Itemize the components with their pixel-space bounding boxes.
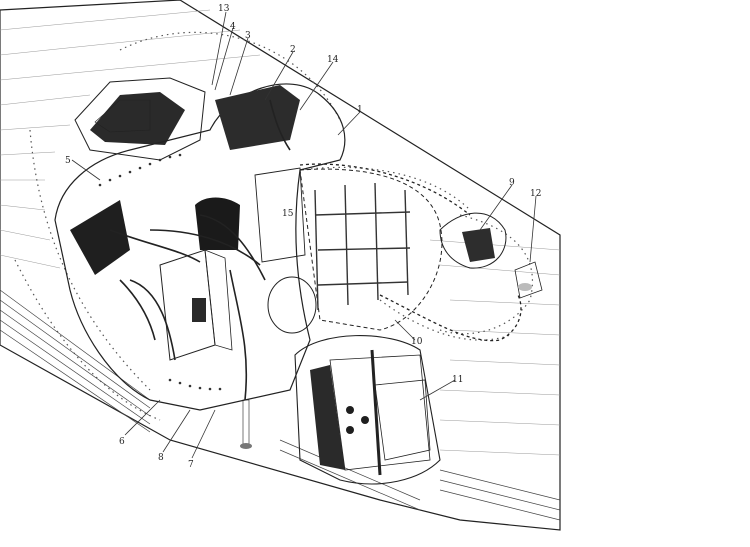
callout-15: 15 (282, 209, 294, 219)
callout-2: 2 (290, 45, 296, 55)
leader-lines (71, 11, 537, 459)
rivet-lines (14, 31, 534, 421)
callout-10: 10 (411, 337, 423, 347)
fuselage-skin (0, 0, 561, 531)
cable-runs (109, 99, 291, 401)
callout-5: 5 (65, 156, 71, 166)
tail-cutout (439, 212, 507, 269)
callout-13: 13 (218, 4, 230, 14)
callout-9: 9 (509, 178, 515, 188)
callout-11: 11 (452, 375, 463, 385)
callout-1: 1 (357, 105, 363, 115)
callout-3: 3 (245, 31, 251, 41)
external-unit (514, 261, 543, 299)
callout-8: 8 (158, 453, 164, 463)
callout-4: 4 (230, 22, 236, 32)
upper-hatch (74, 77, 206, 161)
callout-6: 6 (119, 437, 125, 447)
callout-12: 12 (530, 189, 541, 199)
mid-fuselage-frames (267, 168, 443, 334)
lower-compartment (294, 335, 441, 485)
callout-14: 14 (327, 55, 339, 65)
callout-labels: 13 4 3 2 14 1 5 15 9 12 10 11 6 8 7 (65, 4, 541, 470)
belly-shading (0, 289, 561, 521)
bay-frame-rivets (98, 153, 222, 391)
equipment-bay (54, 83, 346, 449)
cable-route-dashed (299, 163, 522, 342)
skin-stringers (0, 9, 561, 456)
callout-7: 7 (188, 460, 194, 470)
